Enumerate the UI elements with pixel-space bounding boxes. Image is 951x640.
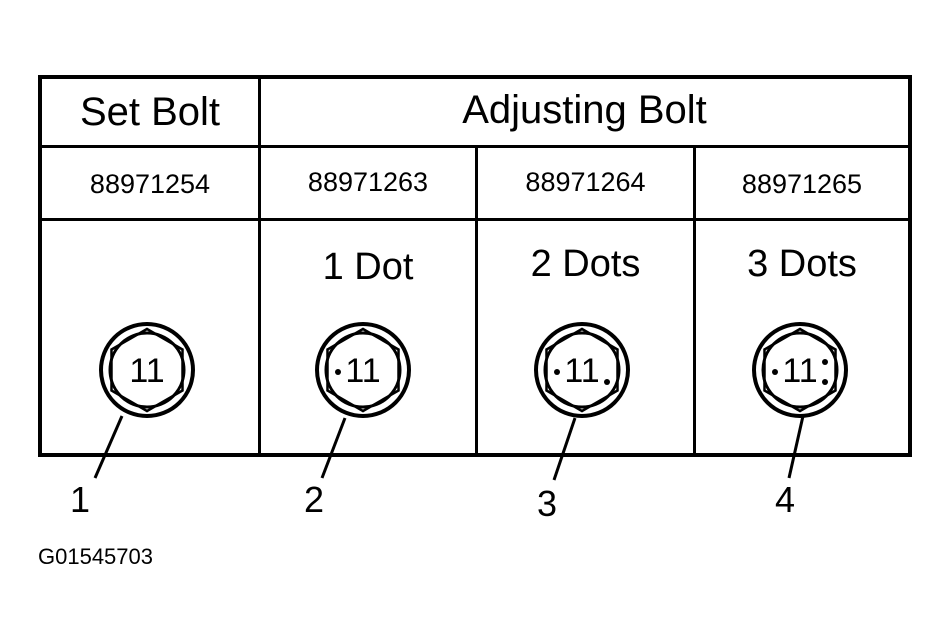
- header-set-bolt: Set Bolt: [79, 90, 221, 134]
- table-border-left: [38, 75, 42, 457]
- dot-label-4: 3 Dots: [747, 243, 857, 285]
- leader-line-4: [787, 415, 805, 479]
- bolt-dot: [822, 379, 828, 385]
- leader-line-2: [320, 417, 347, 479]
- bolt-hex-head: [545, 327, 619, 413]
- part-number-2: 88971263: [307, 167, 429, 197]
- bolt-inner-ring: [761, 331, 839, 409]
- dot-label-3: 2 Dots: [530, 243, 641, 285]
- bolt-outer-ring: [534, 322, 630, 418]
- bolt-mark: 11: [345, 352, 380, 390]
- bolt-mark: 11: [129, 352, 164, 390]
- table-column-divider-2: [475, 145, 478, 457]
- leader-line-3: [552, 417, 577, 481]
- bolt-outer-ring: [99, 322, 195, 418]
- bolt-dot: [554, 369, 560, 375]
- leader-line-1: [93, 415, 124, 479]
- table-border-right: [908, 75, 912, 457]
- bolt-4: 11: [752, 322, 848, 418]
- bolt-outer-ring: [315, 322, 411, 418]
- callout-2: 2: [303, 479, 325, 520]
- bolt-mark: 11: [782, 352, 817, 390]
- bolt-inner-ring: [543, 331, 621, 409]
- part-number-1: 88971254: [89, 169, 211, 199]
- bolt-dot: [772, 369, 778, 375]
- bolt-inner-ring: [108, 331, 186, 409]
- callout-1: 1: [69, 479, 91, 520]
- bolt-hex-head: [110, 327, 184, 413]
- bolt-2: 11: [315, 322, 411, 418]
- dot-label-2: 1 Dot: [322, 246, 414, 288]
- figure-id: G01545703: [38, 544, 153, 569]
- bolt-hex-head: [763, 327, 837, 413]
- bolt-dot: [604, 379, 610, 385]
- header-adjusting-bolt: Adjusting Bolt: [462, 88, 707, 132]
- bolt-outer-ring: [752, 322, 848, 418]
- table-border-top: [38, 75, 912, 79]
- table-column-divider-1: [258, 75, 261, 457]
- table-column-divider-3: [693, 145, 696, 457]
- callout-4: 4: [774, 479, 796, 520]
- bolt-1: 11: [99, 322, 195, 418]
- callout-3: 3: [536, 483, 558, 524]
- bolt-inner-ring: [324, 331, 402, 409]
- bolt-dot: [822, 359, 828, 365]
- part-number-3: 88971264: [525, 167, 646, 197]
- part-number-4: 88971265: [741, 169, 863, 199]
- bolt-hex-head: [326, 327, 400, 413]
- bolt-dot: [335, 369, 341, 375]
- bolt-3: 11: [534, 322, 630, 418]
- bolt-mark: 11: [564, 352, 599, 390]
